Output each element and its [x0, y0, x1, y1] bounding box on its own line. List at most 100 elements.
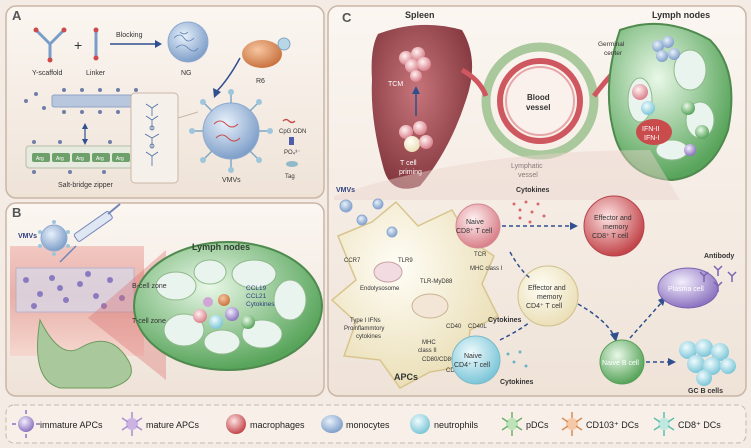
tlr-myd88-label: TLR-MyD88: [420, 279, 453, 285]
cytokines-bottom-label: Cytokines: [500, 379, 534, 386]
germinal-center-cells: [652, 36, 680, 62]
panel-c: C Spleen TCM T cell priming Blood vessel…: [327, 5, 747, 397]
blood-vessel-ring: [497, 58, 583, 144]
naive-cd4-label-1: Naive: [464, 353, 482, 360]
legend-mature-apcs-label: mature APCs: [146, 420, 200, 430]
structure-box: [130, 92, 179, 184]
antibody-icons: [699, 265, 737, 292]
naive-cd8-label-1: Naive: [466, 219, 484, 226]
mhc-class-i-label: MHC class I: [470, 266, 503, 272]
r6-label: R6: [256, 78, 265, 85]
effector-cd4-cell: [517, 265, 579, 327]
r6-peptide-icon: [242, 37, 291, 68]
naive-cd4-cell: [451, 335, 501, 385]
naive-b-cell: [599, 339, 645, 385]
legend-item-macrophages: macrophages: [226, 414, 305, 434]
legend-item-mature-apcs: mature APCs: [121, 412, 200, 436]
effector-cd4-label-3: CD4⁺ T cell: [526, 303, 563, 310]
lymphatic-vessel-label-1: Lymphatic: [511, 163, 543, 170]
lymph-node-b-follicles: [155, 259, 307, 355]
salt-bridge-label: Salt-bridge zipper: [58, 182, 114, 189]
effector-cd8-label-2: memory: [603, 224, 629, 231]
effector-cd4-label-2: memory: [537, 294, 563, 301]
vmvs-particle-b-icon: [38, 220, 70, 256]
blood-vessel-label-1: Blood: [527, 93, 550, 102]
arg-label-4: Arg: [96, 156, 104, 162]
blocking-arrowhead: [155, 40, 162, 48]
syringe-icon: [59, 203, 121, 263]
b-to-gc-arrowhead: [668, 358, 676, 366]
tcr-label: TCR: [474, 252, 487, 258]
legend-cpg-label: CpG ODN: [279, 129, 306, 135]
t-cell-priming-cluster: [399, 121, 433, 152]
salt-bridge-zipper-diagram: Arg Arg Arg Arg Arg Arg: [24, 88, 168, 174]
lymph-nodes-label-b: Lymph nodes: [192, 242, 250, 252]
linker-icon: [93, 27, 99, 61]
ccl21-label: CCL21: [246, 293, 267, 300]
ng-nanogel-icon: [167, 21, 209, 63]
legend-cd8-dcs-label: CD8⁺ DCs: [678, 420, 721, 430]
legend-cd103-dcs-label: CD103⁺ DCs: [586, 420, 639, 430]
effector-cd4-to-b-arrowhead: [610, 332, 619, 342]
legend-po4-label: PO₄³⁻: [284, 150, 300, 156]
mature-apc-icon: [126, 418, 138, 430]
injected-vmvs-cluster: [23, 271, 125, 309]
r6-to-vmvs-arrowhead: [213, 88, 221, 98]
endolysosome-icon: [373, 261, 403, 283]
legend-immature-apcs-label: immature APCs: [40, 420, 103, 430]
legend-tag-label: Tag: [285, 174, 295, 180]
tcm-label: TCM: [388, 81, 403, 88]
plasma-cell-label: Plasma cell: [668, 286, 704, 293]
legend-item-neutrophils: neutrophils: [410, 414, 479, 434]
blood-vessel-label-2: vessel: [526, 103, 550, 112]
vmvs-particle-icon: [189, 89, 273, 173]
panel-c-letter: C: [342, 10, 352, 25]
tag-icon: [286, 161, 298, 167]
vmvs-label-c: VMVs: [336, 187, 355, 194]
effector-cd4-label-1: Effector and: [528, 285, 566, 292]
cytokines-top-label: Cytokines: [516, 187, 550, 194]
panel-b: B VMVs Lymph nodes B-cell zo: [5, 202, 325, 397]
legend-pdcs-label: pDCs: [526, 420, 549, 430]
vmvs-particles-c: [339, 198, 398, 238]
legend-frame: [5, 404, 747, 444]
blood-vessel-ring-inner: [505, 66, 575, 136]
legend-item-monocytes: monocytes: [321, 415, 390, 433]
legend-neutrophils-label: neutrophils: [434, 420, 479, 430]
gc-b-cells-cluster: [679, 339, 736, 386]
panel-a: A Y-scaffold + Linker Blocking NG R6: [5, 5, 325, 199]
guanidine-phosphate-structure: [144, 103, 160, 166]
ccr7-label: CCR7: [344, 258, 361, 264]
effector-cd8-label-3: CD8⁺ T cell: [592, 233, 629, 240]
ccl19-label: CCL19: [246, 285, 267, 292]
b-to-plasma-arrow: [629, 301, 663, 339]
cd80-cd86-label: CD80/CD86: [422, 357, 455, 363]
legend-item-immature-apcs: immature APCs: [12, 410, 103, 438]
legend-monocytes-label: monocytes: [346, 420, 390, 430]
effector-cd8-cell: [583, 195, 645, 257]
cell-type-legend: immature APCs mature APCs macrophages mo…: [5, 404, 747, 444]
germinal-center-label-2: center: [604, 50, 623, 57]
arg-label-5: Arg: [116, 156, 124, 162]
legend-item-cd103-dcs: CD103⁺ DCs: [561, 412, 639, 436]
apc-cell: [330, 200, 500, 389]
lymph-node-c-cells: [632, 84, 709, 156]
ifn-i-label: IFN-I: [644, 135, 660, 142]
cd40-label: CD40: [446, 324, 462, 330]
t-cell-priming-label-1: T cell: [400, 160, 417, 167]
spleen-organ: [371, 24, 473, 189]
plus-sign: +: [74, 37, 82, 53]
naive-cd8-cell: [455, 203, 501, 249]
immature-apc-icon: [18, 416, 34, 432]
priming-to-tcm-arrowhead: [412, 86, 420, 94]
naive-b-cell-label: Naive B cell: [602, 360, 639, 367]
t-cell-priming-label-2: priming: [399, 169, 422, 176]
cd8-to-effector-arrowhead: [570, 222, 578, 230]
zoom-wedge-c: [334, 150, 680, 200]
pdc-icon: [506, 418, 518, 430]
tcm-cluster: [399, 47, 431, 82]
lymph-nodes-label-c: Lymph nodes: [652, 10, 710, 20]
effector-cd8-label-1: Effector and: [594, 215, 632, 222]
legend-item-cd8-dcs: CD8⁺ DCs: [653, 412, 721, 436]
